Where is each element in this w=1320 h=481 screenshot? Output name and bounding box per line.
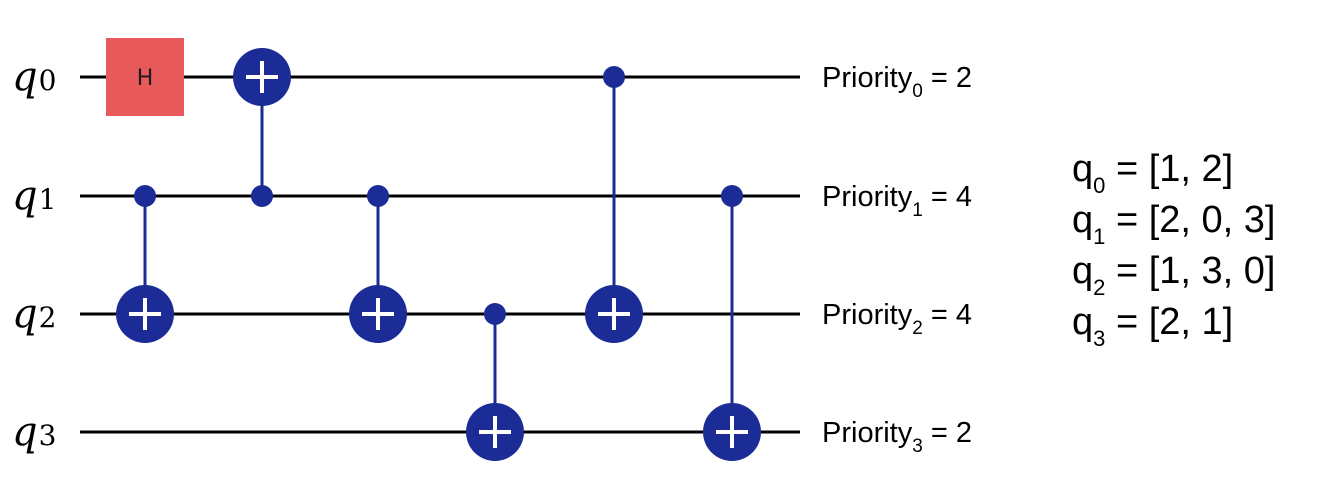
qubit-label: q2 (12, 291, 56, 337)
neighbor-row-q1: q1 = [2, 0, 3] (1072, 197, 1276, 249)
cnot-control-dot (367, 185, 389, 207)
priority-text: Priority (822, 299, 913, 331)
cnot-control-dot (721, 185, 743, 207)
qubit-name: q (12, 291, 38, 337)
neighbor-index: 0 (1093, 173, 1106, 198)
neighbor-row-q0: q0 = [1, 2] (1072, 146, 1275, 198)
qubit-label: q1 (12, 173, 56, 219)
neighbor-name: q (1072, 250, 1094, 292)
neighbor-value: = [2, 1] (1115, 301, 1234, 343)
neighbor-name: q (1072, 148, 1094, 190)
priority-label: Priority1 = 4 (822, 181, 972, 221)
priority-index: 0 (912, 81, 923, 102)
neighbor-name: q (1072, 301, 1094, 343)
priority-text: Priority (822, 62, 913, 94)
hadamard-gate (106, 38, 184, 116)
qubit-name: q (12, 173, 38, 219)
neighbor-index: 2 (1093, 275, 1106, 300)
priority-index: 2 (912, 318, 923, 339)
priority-text: Priority (822, 181, 913, 213)
cnot-control-dot (484, 303, 506, 325)
qubit-label: q3 (12, 409, 56, 455)
hadamard-gate-label: H (137, 66, 154, 91)
qubit-index: 1 (39, 183, 57, 216)
qubit-index: 0 (39, 64, 57, 97)
cnot-control-dot (251, 185, 273, 207)
priority-value: = 4 (923, 181, 972, 213)
priority-text: Priority (822, 417, 913, 449)
neighbor-index: 3 (1093, 326, 1106, 351)
neighbor-row-q3: q3 = [2, 1] (1072, 299, 1275, 351)
priority-value: = 2 (923, 417, 972, 449)
cnot-control-dot (134, 185, 156, 207)
cnot-control-dot (603, 66, 625, 88)
neighbor-value: = [1, 3, 0] (1115, 250, 1276, 292)
priority-index: 3 (912, 436, 923, 457)
neighbor-value: = [1, 2] (1115, 148, 1234, 190)
qubit-index: 3 (39, 419, 57, 452)
qubit-name: q (12, 409, 38, 455)
neighbor-index: 1 (1093, 224, 1106, 249)
neighbor-name: q (1072, 199, 1094, 241)
qubit-name: q (12, 54, 38, 100)
neighbor-value: = [2, 0, 3] (1115, 199, 1276, 241)
priority-index: 1 (912, 200, 923, 221)
neighbor-row-q2: q2 = [1, 3, 0] (1072, 248, 1276, 300)
priority-value: = 4 (923, 299, 972, 331)
priority-label: Priority2 = 4 (822, 299, 972, 339)
qubit-index: 2 (39, 301, 57, 334)
priority-value: = 2 (923, 62, 972, 94)
priority-label: Priority3 = 2 (822, 417, 972, 457)
priority-label: Priority0 = 2 (822, 62, 972, 102)
neighbor-list: q0 = [1, 2] q1 = [2, 0, 3] q2 = [1, 3, 0… (1072, 146, 1276, 351)
qubit-label: q0 (12, 54, 56, 100)
